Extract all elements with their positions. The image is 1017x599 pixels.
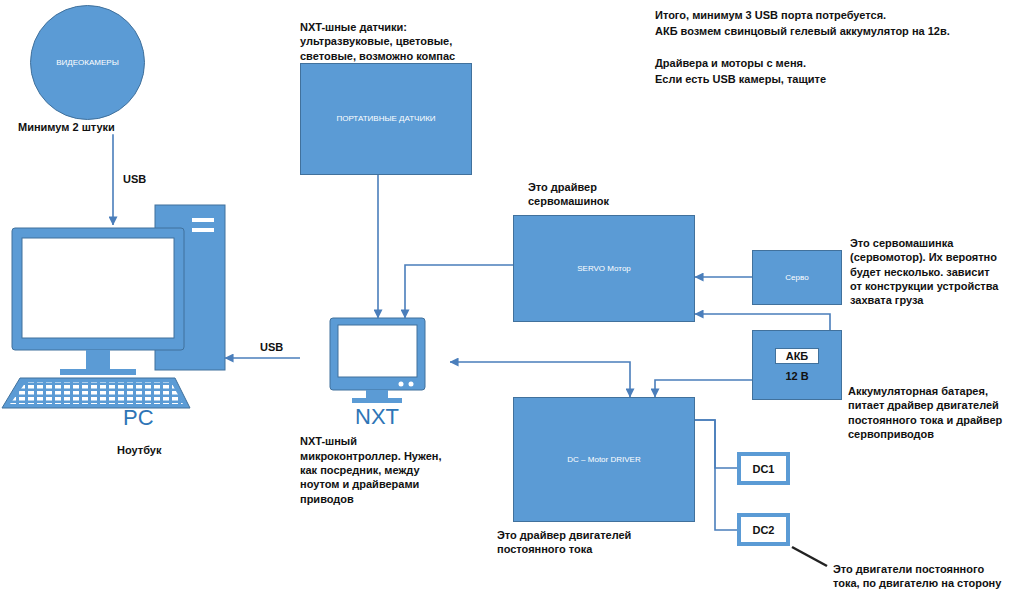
node-akb: АКБ 12 В (752, 330, 842, 400)
connector (695, 314, 830, 330)
connector (695, 420, 737, 530)
leader-line (792, 547, 827, 566)
note-text: Это драйвер двигателей постоянного тока (497, 528, 637, 557)
connector (377, 175, 379, 318)
pc-title: PC (123, 405, 225, 431)
battery-voltage: 12 В (785, 370, 808, 382)
nxt-description: NXT-шный микроконтроллер. Нужен, как пос… (300, 434, 450, 505)
node-dc: DC1 (737, 452, 790, 485)
connector (695, 420, 737, 468)
pc-illustration (2, 205, 225, 408)
box-text: ПОРТАТИВНЫЕ ДАТЧИКИ (336, 114, 435, 124)
note-text: Аккумуляторная батарея, питает драйвер д… (848, 384, 1003, 441)
camera-note: Минимум 2 штуки (18, 120, 158, 134)
box-heading: NXT-шные датчики: ультразвуковые, цветов… (300, 20, 472, 63)
note-text: Это двигатели постоянного тока, по двига… (833, 562, 1008, 591)
connector (655, 380, 752, 397)
motor-label: DC1 (752, 463, 774, 475)
note-text: Драйвера и моторы с меня. (655, 56, 995, 70)
note-text: Если есть USB камеры, тащите (655, 72, 995, 86)
connector (450, 362, 630, 397)
box-text: Серво (785, 273, 808, 283)
battery-label: АКБ (775, 348, 820, 364)
box-text: DC – Motor DRIVER (567, 455, 640, 465)
edge-label: USB (258, 340, 285, 354)
node-box: SERVO Мотор (513, 215, 695, 322)
pc-note: Ноутбук (117, 443, 225, 457)
nxt-title: NXT (300, 404, 450, 430)
connector (112, 134, 114, 225)
node-box: Серво (752, 250, 842, 305)
box-text: SERVO Мотор (577, 264, 631, 274)
node-pc: PC Ноутбук (5, 225, 225, 458)
note-text: Это сервомашинка (сервомотор). Их вероят… (850, 236, 1000, 307)
note-text: Итого, минимум 3 USB порта потребуется. (655, 8, 995, 22)
sensor-box: ПОРТАТИВНЫЕ ДАТЧИКИ (300, 63, 472, 175)
connector (695, 276, 752, 278)
nxt-illustration (330, 318, 425, 403)
node-dc: DC2 (737, 513, 790, 546)
camera-label: ВИДЕОКАМЕРЫ (56, 58, 118, 68)
camera-circle: ВИДЕОКАМЕРЫ (30, 5, 145, 120)
node-head: NXT-шные датчики: ультразвуковые, цветов… (300, 20, 472, 175)
motor-label: DC2 (752, 524, 774, 536)
node-cam: ВИДЕОКАМЕРЫ Минимум 2 штуки (18, 5, 158, 134)
node-box: DC – Motor DRIVER (513, 397, 695, 522)
connector (225, 357, 300, 359)
edge-label: USB (121, 172, 148, 186)
node-nxt: NXT NXT-шный микроконтроллер. Нужен, как … (300, 318, 450, 506)
note-text: Это драйвер сервомашинок (528, 180, 668, 209)
connector (405, 265, 513, 318)
note-text: АКБ возмем свинцовый гелевый аккумулятор… (655, 24, 955, 38)
